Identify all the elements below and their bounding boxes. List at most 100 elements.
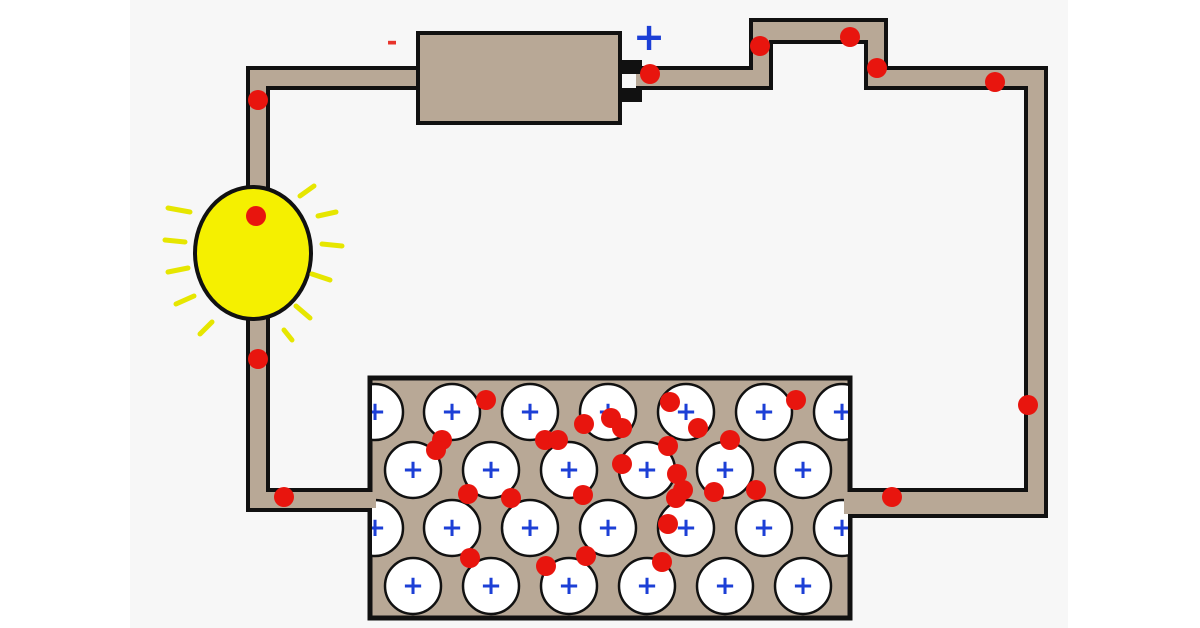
wire-segment [848, 490, 1046, 516]
positive-ion: + [734, 498, 794, 558]
ion-circle [656, 498, 716, 558]
ion-circle [578, 498, 638, 558]
ion-label: + [480, 571, 502, 601]
electron [612, 454, 632, 474]
ion-label: + [675, 513, 697, 543]
electron [704, 482, 724, 502]
electron [476, 390, 496, 410]
electron [666, 488, 686, 508]
positive-ion: + [773, 556, 833, 616]
ion-circle [734, 498, 794, 558]
light-ray [162, 237, 188, 245]
wire-junction [844, 492, 854, 514]
ion-circle [734, 382, 794, 442]
electron [882, 487, 902, 507]
electron [248, 90, 268, 110]
electron [658, 514, 678, 534]
positive-ion: + [422, 498, 482, 558]
ion-label: + [675, 397, 697, 427]
positive-ion: + [812, 498, 848, 558]
positive-ion: + [372, 382, 405, 442]
positive-ion: + [539, 556, 599, 616]
ion-label: + [636, 455, 658, 485]
ion-label: + [558, 571, 580, 601]
battery-terminal-bottom [620, 88, 642, 102]
battery-body [416, 31, 622, 125]
positive-ion: + [734, 382, 794, 442]
ion-label: + [402, 455, 424, 485]
ion-circle [773, 556, 833, 616]
positive-ion: + [364, 498, 405, 558]
light-ray [165, 205, 193, 215]
wire-segment [248, 68, 420, 88]
ion-circle [812, 498, 848, 558]
ion-label: + [714, 455, 736, 485]
wire-segment [751, 20, 886, 42]
electron [548, 430, 568, 450]
electron [1018, 395, 1038, 415]
ion-circle [617, 556, 677, 616]
light-ray [197, 319, 215, 337]
ion-label: + [364, 513, 386, 543]
wire-outline [636, 18, 1048, 518]
light-ray [319, 241, 345, 249]
electron [612, 418, 632, 438]
ion-circle [500, 382, 560, 442]
electron [746, 480, 766, 500]
electron [573, 485, 593, 505]
light-ray [309, 271, 333, 283]
ion-label: + [402, 571, 424, 601]
light-ray [281, 327, 295, 343]
battery-terminal-top [620, 60, 642, 74]
electron [867, 58, 887, 78]
ion-label: + [519, 513, 541, 543]
positive-ion: + [773, 440, 833, 500]
electron [786, 390, 806, 410]
electron [688, 418, 708, 438]
positive-ion: + [539, 440, 599, 500]
positive-ion: + [383, 556, 443, 616]
electron [458, 484, 478, 504]
electron [246, 206, 266, 226]
electrons [246, 27, 1038, 576]
ion-circle [383, 556, 443, 616]
electron [658, 436, 678, 456]
light-ray [173, 293, 197, 307]
electron [248, 349, 268, 369]
electron [660, 392, 680, 412]
ion-label: + [753, 513, 775, 543]
bulb-glass [193, 185, 313, 321]
positive-ion: + [461, 556, 521, 616]
ion-label: + [636, 571, 658, 601]
light-bulb [162, 183, 345, 343]
electron [536, 556, 556, 576]
electron [840, 27, 860, 47]
ion-label: + [792, 571, 814, 601]
positive-ion: + [617, 556, 677, 616]
positive-ion: + [578, 498, 638, 558]
ion-circle [812, 382, 848, 442]
electron [501, 488, 521, 508]
ion-circle [539, 556, 599, 616]
ion-circle [422, 498, 482, 558]
ion-circle [539, 440, 599, 500]
wire-junction [366, 492, 376, 508]
wire-segment [248, 490, 372, 510]
ion-circle [461, 556, 521, 616]
ion-circle [383, 440, 443, 500]
ion-circle [372, 382, 405, 442]
electron [652, 552, 672, 572]
electron [667, 464, 687, 484]
light-ray [297, 183, 317, 199]
wire-segment [636, 68, 751, 88]
ion-circle [773, 440, 833, 500]
ion-label: + [792, 455, 814, 485]
positive-ion: + [461, 440, 521, 500]
positive-ion: + [500, 498, 560, 558]
positive-ion: + [422, 382, 482, 442]
ion-label: + [753, 397, 775, 427]
positive-ion: + [812, 382, 848, 442]
ion-circle [461, 440, 521, 500]
